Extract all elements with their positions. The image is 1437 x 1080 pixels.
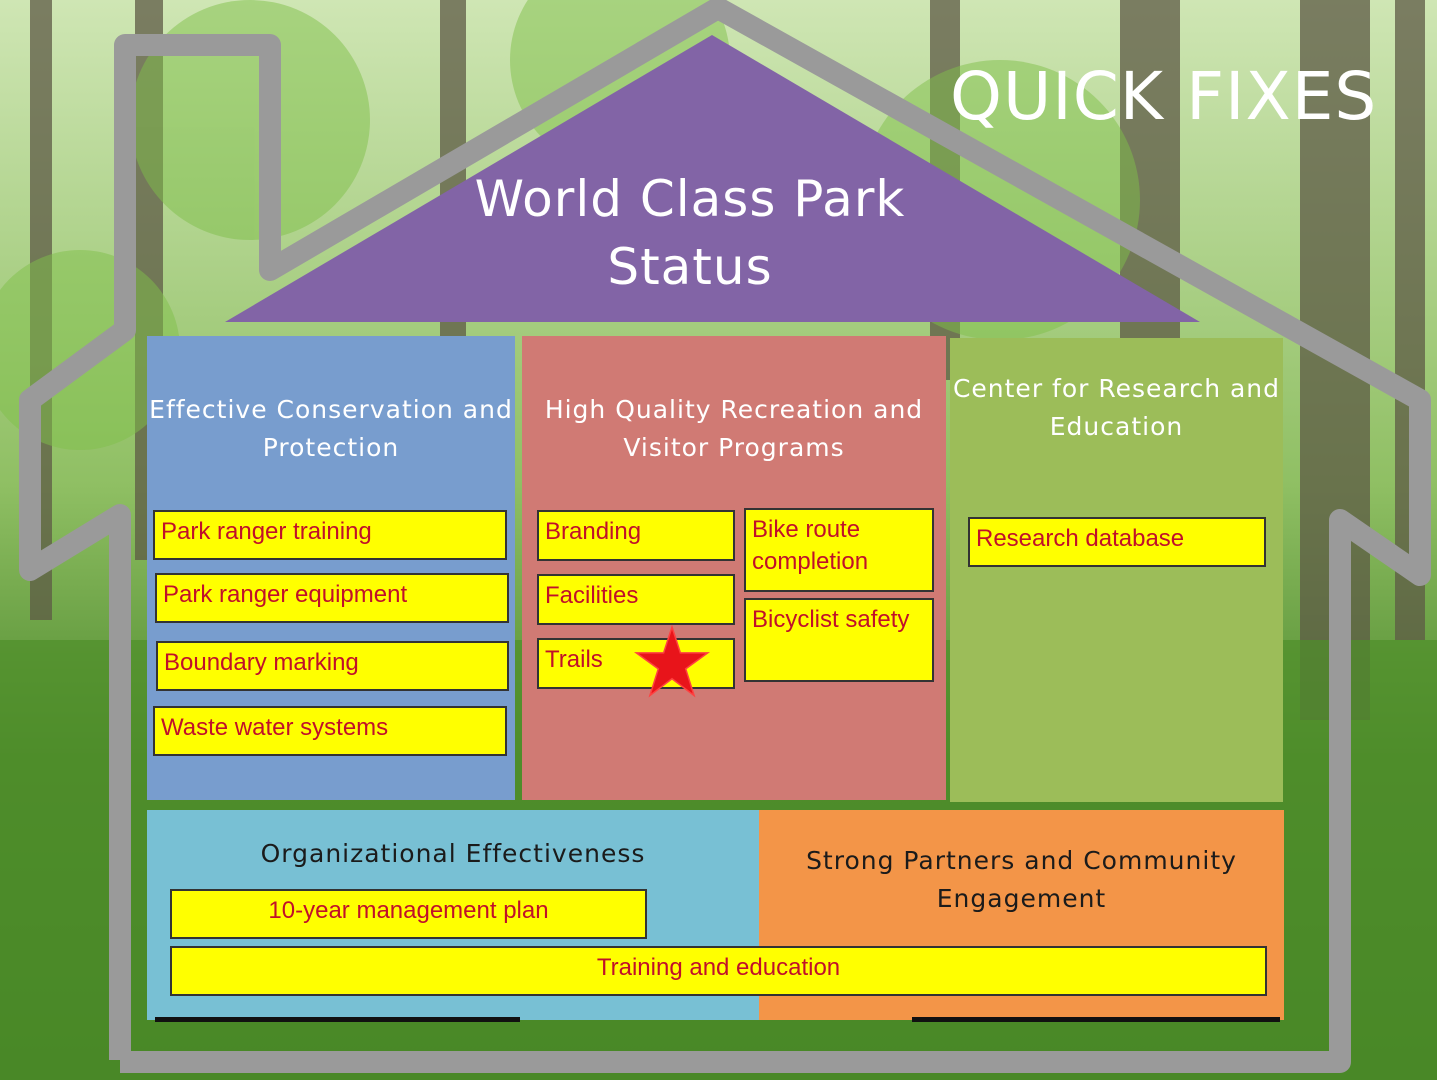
partners-title-line: Strong Partners and Community — [806, 846, 1237, 875]
pillar-title-line: Protection — [262, 433, 400, 462]
item-trails: Trails — [537, 638, 735, 689]
pillar-research-title: Center for Research and Education — [950, 370, 1283, 446]
pillar-research: Center for Research and Education — [950, 338, 1283, 802]
item-boundary-marking: Boundary marking — [156, 641, 509, 691]
foundation-base-line-right — [912, 1017, 1280, 1022]
pillar-title-line: High Quality Recreation and — [544, 395, 924, 424]
pillar-title-line: Center for Research and — [952, 374, 1281, 403]
item-10-year-management-plan: 10-year management plan — [170, 889, 647, 939]
item-facilities: Facilities — [537, 574, 735, 625]
slide-title: QUICK FIXES — [950, 58, 1378, 135]
star-icon — [634, 624, 710, 698]
item-branding: Branding — [537, 510, 735, 561]
partners-title-line: Engagement — [936, 884, 1107, 913]
item-waste-water-systems: Waste water systems — [153, 706, 507, 756]
item-research-database: Research database — [968, 517, 1266, 567]
foundation-base-line-left — [155, 1017, 520, 1022]
item-bicyclist-safety: Bicyclist safety — [744, 598, 934, 682]
pillar-recreation-title: High Quality Recreation and Visitor Prog… — [522, 391, 946, 467]
roof-title: World Class Park Status — [420, 165, 960, 301]
foundation-org-title: Organizational Effectiveness — [260, 839, 646, 868]
item-park-ranger-training: Park ranger training — [153, 510, 507, 560]
roof-title-line1: World Class Park — [474, 170, 906, 228]
item-training-and-education: Training and education — [170, 946, 1267, 996]
roof-title-line2: Status — [607, 238, 773, 296]
item-park-ranger-equipment: Park ranger equipment — [155, 573, 509, 623]
pillar-title-line: Effective Conservation and — [149, 395, 513, 424]
pillar-title-line: Visitor Programs — [623, 433, 845, 462]
foundation-partners-title: Strong Partners and Community Engagement — [759, 842, 1284, 918]
item-bike-route-completion: Bike route completion — [744, 508, 934, 592]
pillar-conservation-title: Effective Conservation and Protection — [147, 391, 515, 467]
pillar-title-line: Education — [1049, 412, 1184, 441]
